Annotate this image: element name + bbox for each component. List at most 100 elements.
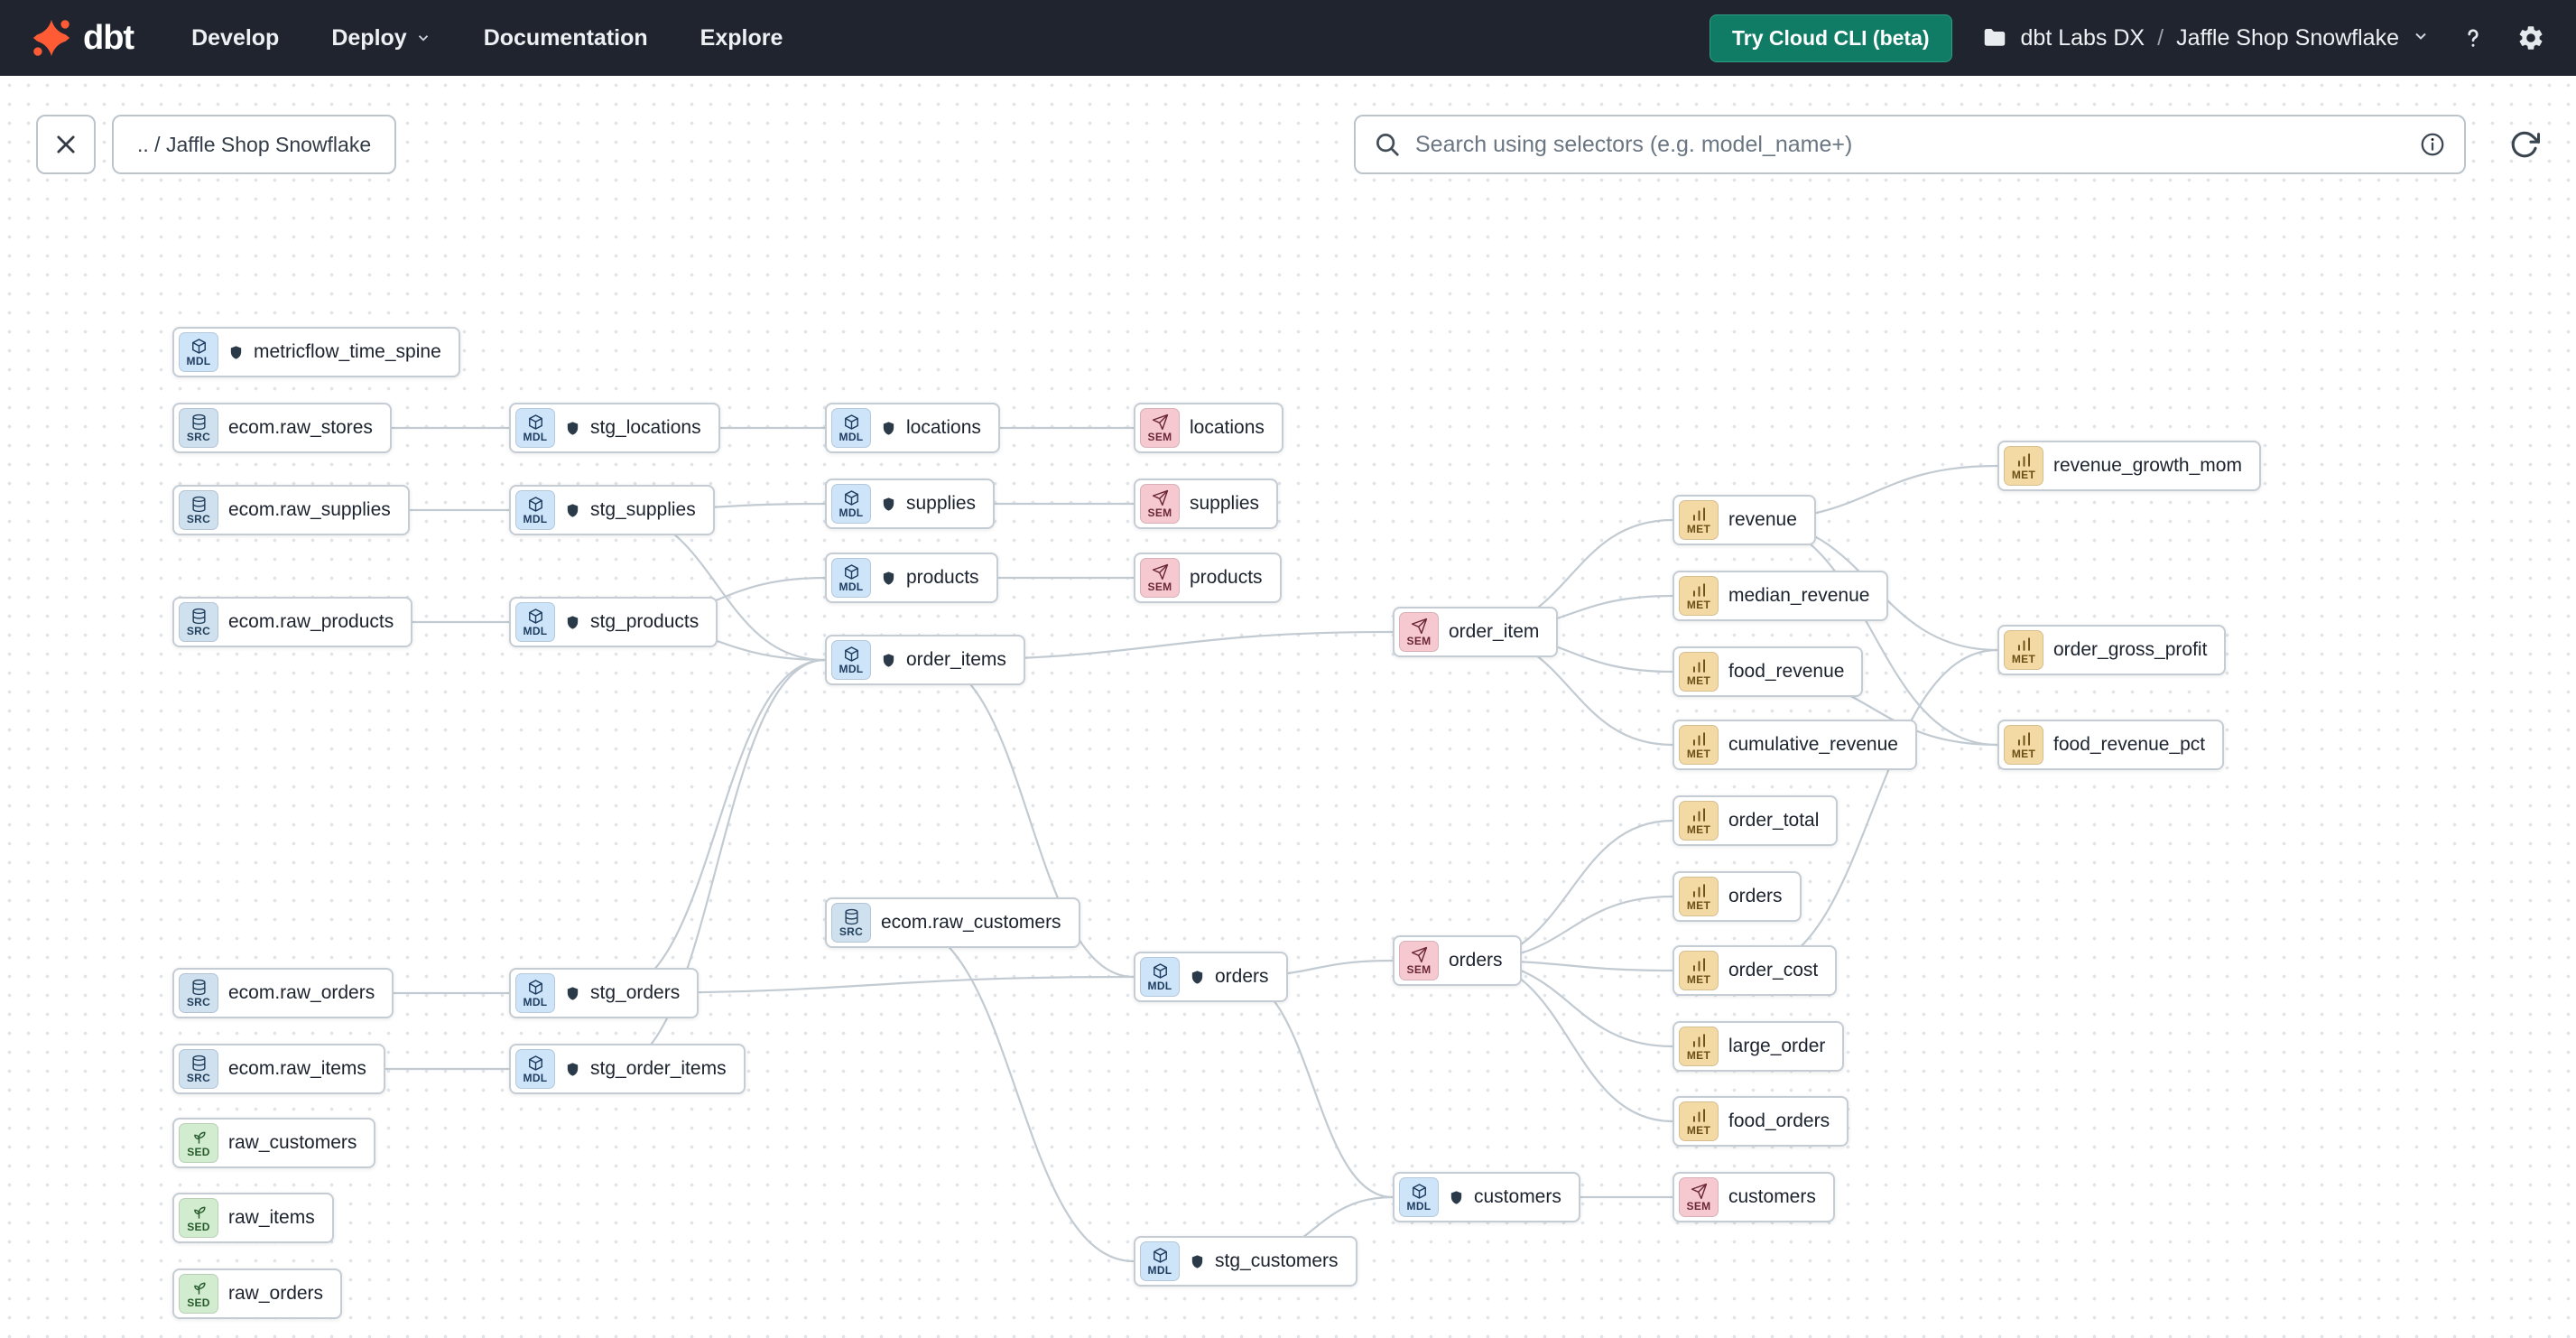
model-icon xyxy=(527,979,544,996)
nav-item-documentation[interactable]: Documentation xyxy=(483,24,648,51)
node-label: orders xyxy=(1728,886,1783,906)
help-icon xyxy=(2468,29,2479,47)
badge-type-label: MET xyxy=(1686,674,1711,687)
source-icon xyxy=(190,496,208,513)
metric-icon xyxy=(2015,636,2033,653)
metric-icon xyxy=(1691,581,1708,599)
mdl-badge: MDL xyxy=(515,602,555,642)
info-icon[interactable] xyxy=(2419,131,2446,158)
node-label: customers xyxy=(1728,1186,1816,1207)
met-badge: MET xyxy=(1679,725,1719,765)
node-label: stg_order_items xyxy=(590,1058,727,1079)
node-label: revenue xyxy=(1728,509,1797,530)
shield-icon xyxy=(1190,1254,1205,1269)
node-label: stg_customers xyxy=(1215,1250,1339,1271)
source-icon xyxy=(190,413,208,431)
refresh-lineage-button[interactable] xyxy=(2498,118,2551,171)
dbt-logo[interactable]: dbt xyxy=(31,17,134,59)
model-icon xyxy=(843,646,860,663)
met-badge: MET xyxy=(1679,801,1719,841)
badge-type-label: MET xyxy=(1686,973,1711,986)
shield-icon xyxy=(565,503,580,518)
close-lineage-button[interactable] xyxy=(36,115,96,174)
src-badge: SRC xyxy=(831,903,871,943)
sed-badge: SED xyxy=(179,1198,218,1238)
project-name: Jaffle Shop Snowflake xyxy=(2176,24,2399,51)
nav-item-deploy[interactable]: Deploy xyxy=(331,25,431,51)
mdl-badge: MDL xyxy=(831,484,871,524)
sem-badge: SEM xyxy=(1399,612,1439,652)
help-button[interactable] xyxy=(2459,23,2488,52)
navbar-right: Try Cloud CLI (beta) dbt Labs DX / Jaffl… xyxy=(1710,14,2545,62)
settings-button[interactable] xyxy=(2516,23,2545,52)
badge-type-label: MDL xyxy=(839,581,864,593)
dbt-logo-icon xyxy=(32,19,70,57)
nav-item-explore[interactable]: Explore xyxy=(700,24,783,51)
node-label: locations xyxy=(1190,417,1265,438)
metric-icon xyxy=(1691,506,1708,523)
badge-type-label: MDL xyxy=(186,355,211,367)
account-name: dbt Labs DX xyxy=(2020,24,2145,51)
model-icon xyxy=(1152,1247,1169,1264)
badge-type-label: MDL xyxy=(839,506,864,519)
lineage-breadcrumb-button[interactable]: .. / Jaffle Shop Snowflake xyxy=(112,115,397,174)
node-label: ecom.raw_products xyxy=(228,611,394,632)
node-label: stg_orders xyxy=(590,982,681,1003)
chevron-down-icon xyxy=(418,35,428,42)
lineage-edge xyxy=(899,921,1135,1263)
metric-icon xyxy=(2015,730,2033,748)
logo-text: dbt xyxy=(83,18,134,57)
nav-item-develop[interactable]: Develop xyxy=(191,24,280,51)
search-input[interactable] xyxy=(1415,131,2405,158)
badge-type-label: SEM xyxy=(1147,581,1172,593)
try-cloud-cli-button[interactable]: Try Cloud CLI (beta) xyxy=(1710,14,1952,62)
project-picker[interactable]: dbt Labs DX / Jaffle Shop Snowflake xyxy=(1981,24,2430,51)
metric-icon xyxy=(1691,1032,1708,1049)
gear-icon xyxy=(2519,26,2543,50)
badge-type-label: MDL xyxy=(1147,980,1172,992)
metric-icon xyxy=(1691,657,1708,674)
model-icon xyxy=(1152,962,1169,980)
